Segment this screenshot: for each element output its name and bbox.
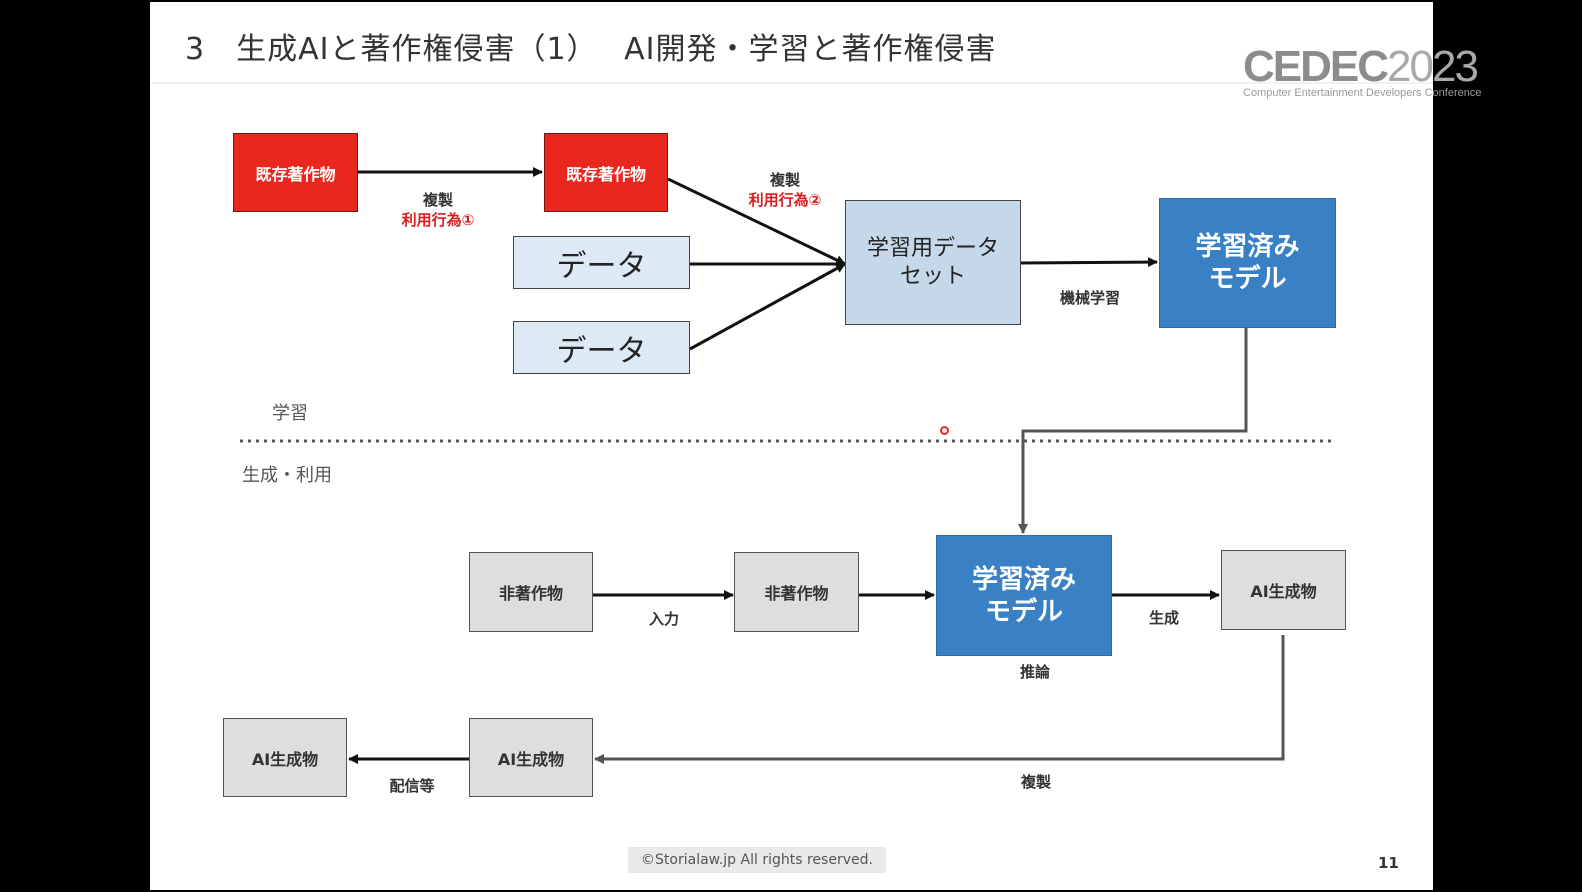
training-dataset-box: 学習用データ セット	[845, 200, 1021, 325]
model-gen-line-2: モデル	[984, 596, 1063, 627]
diagram-connectors	[240, 167, 1333, 764]
arrow-model-transfer	[1018, 328, 1248, 534]
slide: 3 生成AIと著作権侵害（1） AI開発・学習と著作権侵害 CEDEC2023 …	[150, 2, 1481, 890]
arrow-copy-output	[594, 635, 1285, 764]
copy-label-1: 複製	[422, 191, 453, 209]
logo-main-text: CEDEC	[1243, 42, 1389, 91]
arrow-ml	[1020, 257, 1158, 268]
distribution-label: 配信等	[389, 777, 435, 795]
existing-work-box-2: 既存著作物	[544, 133, 668, 212]
trained-model-box-generation: 学習済み モデル	[936, 535, 1112, 656]
model-line-1: 学習済み	[1195, 232, 1300, 262]
page-number: 11	[1378, 854, 1399, 872]
title-divider	[150, 82, 1433, 84]
copyright-notice: ©Storialaw.jp All rights reserved.	[628, 847, 886, 873]
pointer-indicator	[940, 426, 949, 435]
ai-output-box-3: AI生成物	[223, 718, 347, 797]
copy-label-2: 複製	[769, 171, 800, 189]
generation-section-label: 生成・利用	[242, 465, 332, 486]
existing-work-box-1: 既存著作物	[233, 133, 358, 212]
inference-label: 推論	[1019, 663, 1050, 681]
use-act-2: 利用行為②	[748, 191, 822, 209]
arrow-copy-2	[667, 177, 846, 266]
copy-use-act-2-label: 複製 利用行為②	[735, 170, 835, 210]
non-work-box-2: 非著作物	[734, 552, 859, 632]
input-label: 入力	[648, 610, 679, 628]
dataset-line-2: セット	[899, 263, 966, 289]
use-act-1: 利用行為①	[401, 211, 475, 229]
cedec-logo: CEDEC2023 Computer Entertainment Develop…	[1243, 42, 1482, 100]
model-line-2: モデル	[1208, 264, 1287, 294]
machine-learning-label: 機械学習	[1059, 289, 1120, 307]
data-box-1: データ	[513, 236, 690, 289]
trained-model-box-learning: 学習済み モデル	[1159, 198, 1336, 328]
ai-output-box-1: AI生成物	[1221, 550, 1346, 630]
slide-title: 3 生成AIと著作権侵害（1） AI開発・学習と著作権侵害	[185, 32, 997, 67]
logo-subtitle: Computer Entertainment Developers Confer…	[1243, 87, 1482, 99]
dataset-line-1: 学習用データ	[866, 235, 999, 261]
arrow-data-2	[689, 262, 846, 351]
non-work-box-1: 非著作物	[469, 552, 593, 632]
logo-year-text: 2023	[1387, 42, 1479, 91]
learning-section-label: 学習	[272, 403, 308, 424]
copy-use-act-1-label: 複製 利用行為①	[388, 190, 488, 230]
data-box-2: データ	[513, 321, 690, 374]
copy-output-label: 複製	[1020, 773, 1051, 791]
model-gen-line-1: 学習済み	[971, 564, 1076, 595]
generate-label: 生成	[1148, 609, 1179, 627]
ai-output-box-2: AI生成物	[469, 718, 593, 797]
